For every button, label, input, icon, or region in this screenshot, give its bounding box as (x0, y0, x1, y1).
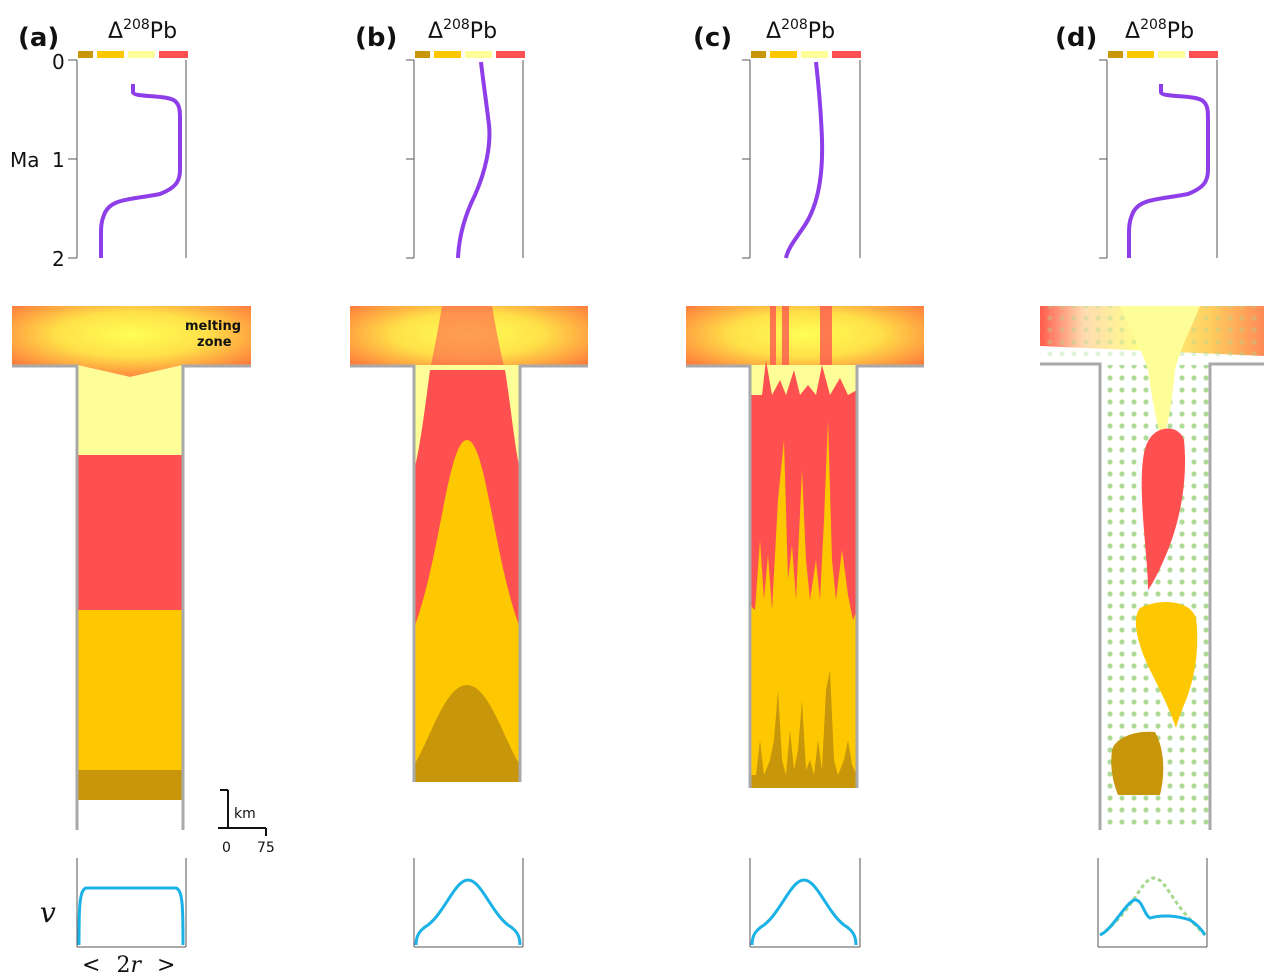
isotope-color-key-c (751, 51, 861, 58)
time-axis-b (406, 59, 524, 259)
isotope-color-key-d (1108, 51, 1218, 58)
melting-zone-b (350, 306, 588, 377)
melting-zone-label: melting (185, 319, 241, 334)
time-axis-a: 0 1 2 Ma (10, 50, 187, 271)
isotope-time-curve-d (1127, 84, 1210, 258)
melting-zone-c (686, 306, 924, 377)
isotope-color-key-b (415, 51, 525, 58)
conduit-fill-b (414, 365, 520, 782)
isotope-header-a: Δ208Pb (108, 17, 177, 44)
isotope-header-d: Δ208Pb (1125, 17, 1194, 44)
conduit-fill-d (1100, 306, 1210, 830)
brown-blob-d (1111, 731, 1164, 795)
panel-c: (c) Δ208Pb (686, 17, 924, 948)
time-tick-2: 2 (52, 247, 65, 271)
time-axis-c (742, 59, 861, 259)
conduit-wall-a (12, 364, 251, 830)
isotope-element-a: Pb (150, 19, 177, 44)
velocity-label: v (40, 896, 56, 929)
conduit-fill-c (750, 360, 857, 788)
time-tick-1: 1 (52, 148, 65, 172)
isotope-header-b: Δ208Pb (428, 17, 497, 44)
velocity-curve-a (77, 886, 185, 946)
velocity-curve-d (1099, 898, 1207, 937)
isotope-time-curve-a (99, 84, 182, 258)
panel-a: (a) Δ208Pb 0 1 2 Ma melting zone (10, 17, 275, 976)
scale-min-label: 0 (222, 840, 231, 856)
isotope-symbol-a: Δ (108, 19, 123, 44)
isotope-header-c: Δ208Pb (766, 17, 835, 44)
conduit-fill-a (77, 365, 183, 800)
velocity-profile-d (1097, 858, 1208, 948)
panel-label-b: (b) (355, 23, 397, 53)
panel-b: (b) Δ208Pb (350, 17, 588, 948)
conduit-wall-c (686, 364, 924, 788)
time-axis-unit: Ma (10, 148, 40, 172)
isotope-time-curve-c (784, 61, 825, 259)
yellow-blob-d (1135, 602, 1198, 728)
panel-d: (d) Δ208Pb (1040, 17, 1264, 948)
conduit-wall-b (350, 364, 588, 782)
melting-zone-a: melting zone (12, 306, 251, 377)
scale-bar: km 0 75 (218, 789, 275, 856)
scale-km-label: km (234, 806, 256, 822)
isotope-time-curve-b (456, 61, 492, 259)
time-tick-0: 0 (52, 50, 65, 74)
melting-zone-label-2: zone (197, 335, 232, 350)
velocity-profile-a: v <2r> (40, 858, 187, 976)
time-axis-d (1099, 59, 1218, 259)
velocity-curve-c (750, 878, 858, 946)
panel-label-a: (a) (18, 23, 59, 53)
panel-label-d: (d) (1055, 23, 1097, 53)
velocity-curve-b (414, 878, 522, 946)
isotope-color-key-a (78, 51, 188, 58)
conduit-wall-d (1040, 362, 1264, 830)
isotope-mass-a: 208 (123, 17, 150, 33)
velocity-reference-curve-d (1099, 876, 1207, 937)
conduit-width-label: <2r> (82, 953, 175, 976)
panel-label-c: (c) (693, 23, 732, 53)
velocity-profile-c (749, 858, 861, 948)
scale-max-label: 75 (257, 840, 275, 856)
red-blob-d (1141, 428, 1186, 590)
velocity-profile-b (413, 858, 524, 948)
